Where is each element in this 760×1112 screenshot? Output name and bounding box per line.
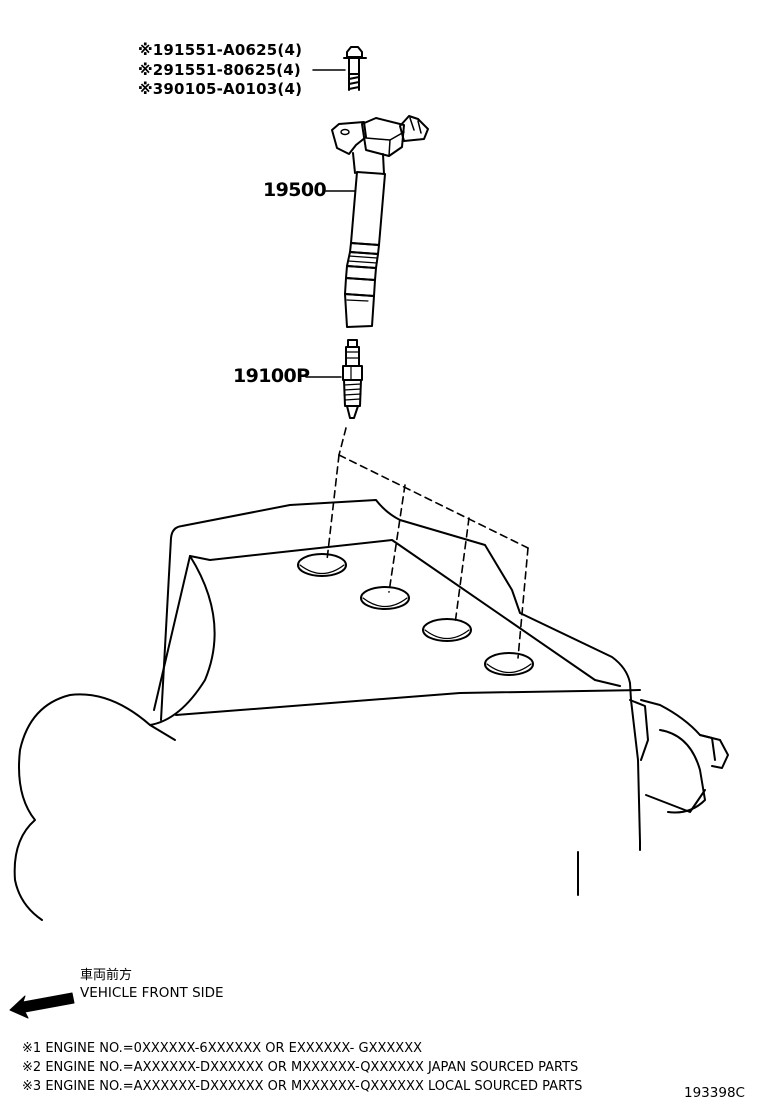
note-text-2: ENGINE NO.=AXXXXXX-DXXXXXX OR MXXXXXX-QX… — [45, 1060, 579, 1075]
engine-note-1: ※1 ENGINE NO.=0XXXXXX-6XXXXXX OR EXXXXXX… — [22, 1040, 422, 1058]
engine-head-icon — [13, 499, 729, 921]
front-arrow-icon — [9, 992, 75, 1019]
engine-note-3: ※3 ENGINE NO.=AXXXXXX-DXXXXXX OR MXXXXXX… — [22, 1078, 582, 1096]
bolt-part-row-3: ※390105-A0103(4) — [138, 80, 302, 98]
spark-plug-callout: 19100P — [233, 365, 310, 387]
bolt-qty-2: (4) — [276, 61, 301, 79]
bolt-part-row-1: ※191551-A0625(4) — [138, 41, 302, 59]
assembly-dashed-lines — [326, 427, 529, 659]
illustration-ref-number: 193398C — [684, 1085, 745, 1101]
front-label-japanese: 車両前方 — [80, 968, 133, 983]
ignition-coil-callout: 19500 — [263, 179, 327, 201]
bolt-part-row-2: ※291551-80625(4) — [138, 61, 301, 79]
bolt-mark-2: ※2 — [138, 61, 164, 79]
bolt-mark-1: ※1 — [138, 41, 164, 59]
ignition-coil-icon — [331, 115, 429, 328]
bolt-icon — [343, 46, 367, 91]
engine-note-2: ※2 ENGINE NO.=AXXXXXX-DXXXXXX OR MXXXXXX… — [22, 1059, 578, 1077]
bolt-qty-3: (4) — [277, 80, 303, 98]
note-mark-3: ※3 — [22, 1079, 42, 1094]
note-mark-2: ※2 — [22, 1060, 42, 1075]
note-text-1: ENGINE NO.=0XXXXXX-6XXXXXX OR EXXXXXX- G… — [45, 1041, 423, 1056]
bolt-part-number-2: 91551-80625 — [163, 61, 277, 79]
bolt-mark-3: ※3 — [138, 80, 164, 98]
front-label-english: VEHICLE FRONT SIDE — [80, 985, 224, 1001]
spark-plug-icon — [342, 339, 363, 419]
bolt-part-number-3: 90105-A0103 — [163, 80, 278, 98]
note-mark-1: ※1 — [22, 1041, 42, 1056]
bolt-part-number-1: 91551-A0625 — [163, 41, 278, 59]
note-text-3: ENGINE NO.=AXXXXXX-DXXXXXX OR MXXXXXX-QX… — [45, 1079, 583, 1094]
bolt-qty-1: (4) — [277, 41, 303, 59]
